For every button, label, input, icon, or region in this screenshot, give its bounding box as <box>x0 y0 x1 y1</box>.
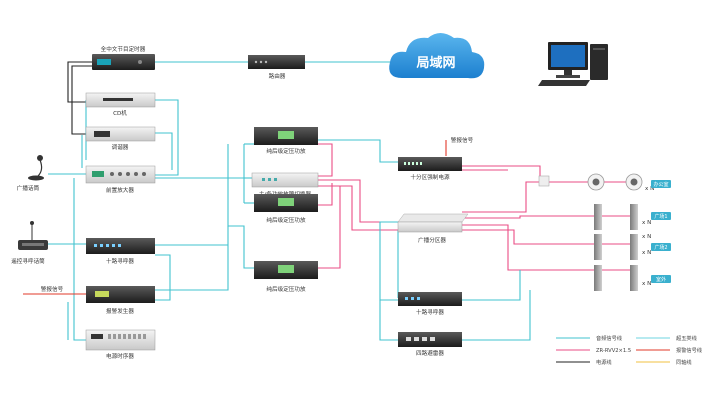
amp3-device: 纯后级定压功放 <box>254 261 318 293</box>
column-speaker-row4-icon <box>594 265 638 291</box>
router-device: 路由器 <box>248 55 305 80</box>
timer-source-label: 全中文节目定时器 <box>101 45 146 53</box>
zone-power-label: 十分区强制电源 <box>410 173 450 181</box>
amp2-label: 纯后级定压功放 <box>266 216 306 224</box>
zone-plaza1-label: 广场1 <box>654 213 667 220</box>
timer-source-device: 全中文节目定时器 <box>92 45 155 70</box>
legend-alarm: 报警信号线 <box>676 346 702 354</box>
legend-zr: ZR-RVV2×1.5 <box>596 348 631 354</box>
cloud-label: 局域网 <box>416 55 455 71</box>
surge-label: 四路避雷器 <box>416 349 444 357</box>
legend-audio: 音频信号线 <box>596 334 622 342</box>
xn-label-2: x N <box>642 220 651 226</box>
zone-pager2-label: 十路寻呼器 <box>416 308 444 316</box>
xn-label-3: x N <box>642 250 651 256</box>
legend-cat5: 超五类线 <box>676 334 697 342</box>
zone-pager-device: 十路寻呼器 <box>86 238 155 265</box>
alarm-gen-device: 报警发生器 <box>86 286 155 315</box>
zone-outdoor-label: 室外 <box>656 276 666 283</box>
amp3-label: 纯后级定压功放 <box>266 285 306 293</box>
legend-power: 电源线 <box>596 358 612 366</box>
mic-label: 广播话筒 <box>17 184 40 192</box>
remote-mic-device: 遥控寻呼话筒 <box>11 221 48 265</box>
xn-label-5: x N <box>642 234 651 240</box>
zone-plaza2-label: 广场2 <box>654 244 667 251</box>
pre-amp-device: 前置放大器 <box>85 165 156 194</box>
xn-label-1: x N <box>645 186 654 192</box>
alarm-in-label: 警报信号 <box>41 285 64 293</box>
zone-pager-label: 十路寻呼器 <box>106 257 134 265</box>
column-speaker-row3-icon <box>594 234 638 260</box>
amp1-label: 纯后级定压功放 <box>266 147 306 155</box>
splitter-device: 广播分区器 <box>397 213 469 244</box>
amp1-device: 纯后级定压功放 <box>254 127 318 155</box>
zone-pager2-device: 十路寻呼器 <box>398 292 462 316</box>
junction-box <box>538 175 550 187</box>
ceiling-speaker-1-icon <box>587 173 605 191</box>
cd-player-device: CD机 <box>85 92 156 117</box>
tuner-label: 调谐器 <box>112 143 129 151</box>
zone-tag-plaza2: 广场2 <box>651 243 671 251</box>
alarm-gen-label: 报警发生器 <box>106 307 134 315</box>
alarm-in2-label: 警报信号 <box>451 136 474 144</box>
ceiling-speaker-2-icon <box>625 173 643 191</box>
cd-label: CD机 <box>113 109 127 117</box>
wires <box>23 61 630 341</box>
broadcast-mic-device: 广播话筒 <box>17 155 44 192</box>
power-seq-device: 电源时序器 <box>85 329 156 360</box>
splitter-label: 广播分区器 <box>418 236 446 244</box>
zone-tag-office: 办公室 <box>651 180 671 188</box>
amp2-device: 纯后级定压功放 <box>254 194 318 224</box>
pre-amp-label: 前置放大器 <box>106 186 134 194</box>
zone-tag-plaza1: 广场1 <box>651 212 671 220</box>
surge-device: 四路避雷器 <box>398 332 462 357</box>
router-label: 路由器 <box>269 72 286 80</box>
legend-coax: 同轴线 <box>676 358 692 366</box>
power-seq-label: 电源时序器 <box>106 352 134 360</box>
zone-tag-outdoor: 室外 <box>651 275 671 283</box>
zone-office-label: 办公室 <box>653 181 668 188</box>
legend: 音频信号线 超五类线 ZR-RVV2×1.5 报警信号线 电源线 同轴线 <box>556 334 702 366</box>
remote-mic-label: 遥控寻呼话筒 <box>11 257 45 265</box>
xn-label-4: x N <box>642 281 651 287</box>
lan-cloud: 局域网 <box>389 33 485 79</box>
column-speaker-row2-icon <box>594 204 638 230</box>
computer-icon <box>538 42 608 86</box>
tuner-device: 调谐器 <box>85 126 156 151</box>
zone-power-device: 十分区强制电源 <box>398 157 462 181</box>
